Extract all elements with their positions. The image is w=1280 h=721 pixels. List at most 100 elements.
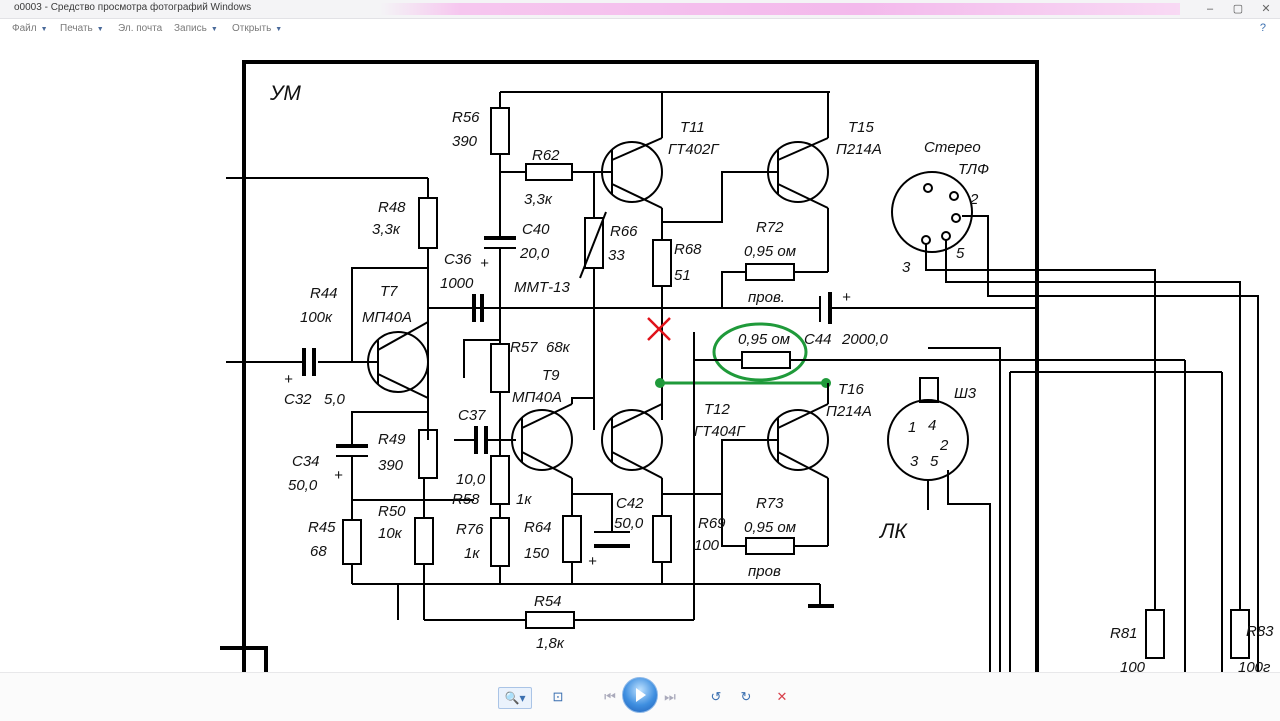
- wire: [721, 439, 778, 494]
- label-r48: R48: [378, 199, 406, 216]
- wire: [579, 211, 607, 279]
- label-pin3: 3: [902, 259, 911, 276]
- menu-burn[interactable]: Запись▼: [174, 23, 218, 34]
- menu-file-label: Файл: [12, 23, 37, 34]
- close-button[interactable]: ✕: [1261, 3, 1271, 15]
- label-r72-note: пров.: [748, 289, 785, 306]
- schematic-image: УМ R56 390 R62 3,3к Т11 ГТ402Г Т15 П214А…: [220, 60, 1274, 676]
- menu-print[interactable]: Печать▼: [60, 23, 104, 34]
- transistor-t11: [601, 141, 663, 203]
- label-sh3-pin5: 5: [930, 453, 939, 470]
- label-plus-c34: +: [334, 467, 343, 484]
- label-c32-value: 5,0: [324, 391, 346, 408]
- label-r45: R45: [308, 519, 336, 536]
- maximize-button[interactable]: ▢: [1232, 3, 1244, 15]
- stereo-connector: [891, 171, 973, 253]
- minimize-button[interactable]: –: [1206, 3, 1214, 15]
- label-r73-value: 0,95 ом: [744, 519, 796, 536]
- wire: [377, 373, 429, 399]
- label-c36: C36: [444, 251, 472, 268]
- wire: [777, 403, 829, 429]
- resistor-r-bias: [652, 515, 672, 563]
- label-t15: Т15: [848, 119, 875, 136]
- slideshow-button[interactable]: [622, 677, 658, 713]
- chevron-down-icon: ▼: [275, 26, 283, 33]
- label-t15-type: П214А: [836, 141, 882, 158]
- label-mmt: ММТ-13: [514, 279, 570, 296]
- resistor-r50: [414, 517, 434, 565]
- menu-bar: Файл▼ Печать▼ Эл. почта Запись▼ Открыть▼…: [0, 19, 1280, 39]
- label-c34: C34: [292, 453, 320, 470]
- label-r62: R62: [532, 147, 560, 164]
- wire: [571, 478, 613, 532]
- wire: [925, 244, 1156, 610]
- resistor-r49: [418, 429, 438, 479]
- label-r76-value: 1к: [464, 545, 480, 562]
- fit-window-icon[interactable]: ⊡: [552, 689, 564, 704]
- wire: [662, 171, 778, 223]
- delete-icon[interactable]: ✕: [776, 689, 788, 704]
- menu-burn-label: Запись: [174, 23, 207, 34]
- label-r72-value: 0,95 ом: [744, 243, 796, 260]
- label-r49: R49: [378, 431, 406, 448]
- resistor-r81: [1145, 609, 1165, 659]
- menu-open-label: Открыть: [232, 23, 272, 34]
- window-controls: – ▢ ✕: [1196, 0, 1280, 18]
- photo-viewer-canvas: УМ R56 390 R62 3,3к Т11 ГТ402Г Т15 П214А…: [0, 40, 1280, 676]
- label-c40-value: 20,0: [519, 245, 550, 262]
- resistor-r45: [342, 519, 362, 565]
- menu-print-label: Печать: [60, 23, 93, 34]
- menu-email[interactable]: Эл. почта: [118, 23, 162, 34]
- next-icon[interactable]: ⏭: [664, 689, 676, 704]
- window-title: о0003 - Средство просмотра фотографий Wi…: [14, 2, 252, 13]
- label-r69-value: 100: [694, 537, 720, 554]
- label-r68: R68: [674, 241, 702, 258]
- green-node: [655, 378, 665, 388]
- label-r69: R69: [698, 515, 726, 532]
- zoom-button[interactable]: 🔍▾: [498, 687, 532, 709]
- label-plus-c40: +: [480, 255, 489, 272]
- wire: [611, 137, 663, 161]
- label-t7-type: МП40А: [362, 309, 412, 326]
- label-r66-value: 33: [608, 247, 625, 264]
- label-sh3-pin3: 3: [910, 453, 919, 470]
- green-highlight-ellipse: [712, 322, 808, 382]
- help-icon[interactable]: ?: [1259, 22, 1266, 34]
- transistor-driver: [601, 409, 663, 471]
- label-c42-value: 50,0: [614, 515, 644, 532]
- sh3-connector: [887, 399, 969, 481]
- wire: [947, 470, 991, 672]
- label-r73-note: пров: [748, 563, 781, 580]
- wire: [962, 215, 1259, 672]
- wire: [571, 397, 594, 404]
- label-r57: R57: [510, 339, 538, 356]
- label-r73: R73: [756, 495, 784, 512]
- label-c32: C32: [284, 391, 312, 408]
- rotate-left-icon[interactable]: ↺: [710, 689, 722, 704]
- label-r44-value: 100к: [300, 309, 333, 326]
- label-c44-res: 0,95 ом: [738, 331, 790, 348]
- label-r64-value: 150: [524, 545, 550, 562]
- label-t9-type: МП40А: [512, 389, 562, 406]
- label-c40: C40: [522, 221, 550, 238]
- resistor-r57: [490, 343, 510, 393]
- label-t16-type: П214А: [826, 403, 872, 420]
- rotate-right-icon[interactable]: ↻: [740, 689, 752, 704]
- label-r83-value: 100г: [1238, 659, 1271, 672]
- label-t7: Т7: [380, 283, 398, 300]
- label-r50: R50: [378, 503, 406, 520]
- label-r68-value: 51: [674, 267, 691, 284]
- menu-open[interactable]: Открыть▼: [232, 23, 282, 34]
- wire: [351, 411, 428, 420]
- wire: [377, 321, 429, 351]
- label-pin2: 2: [969, 191, 979, 208]
- wire: [611, 451, 663, 479]
- resistor-r72: [745, 263, 795, 281]
- menu-file[interactable]: Файл▼: [12, 23, 48, 34]
- label-r81: R81: [1110, 625, 1138, 642]
- transistor-t9: [511, 409, 573, 471]
- red-cross-mark: [647, 317, 671, 341]
- label-c44: C44: [804, 331, 832, 348]
- previous-icon[interactable]: ⏮: [604, 689, 616, 704]
- label-r54: R54: [534, 593, 562, 610]
